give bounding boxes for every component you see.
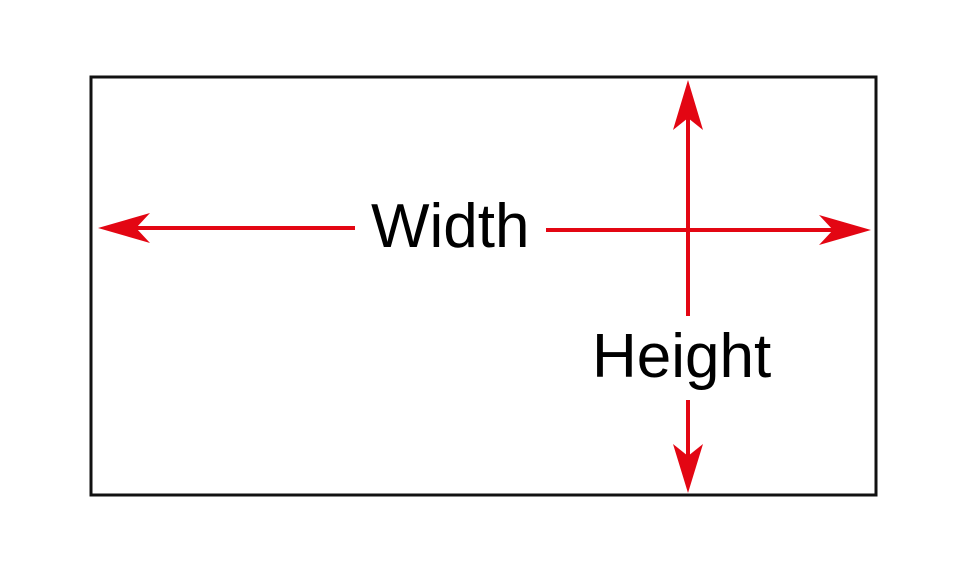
height-label: Height [592, 322, 772, 391]
outer-rectangle [89, 75, 878, 497]
arrow-left-icon [98, 213, 150, 243]
arrow-down-icon [673, 444, 703, 493]
arrow-right-icon [819, 215, 871, 245]
width-label: Width [371, 192, 530, 261]
arrow-up-icon [673, 80, 703, 130]
